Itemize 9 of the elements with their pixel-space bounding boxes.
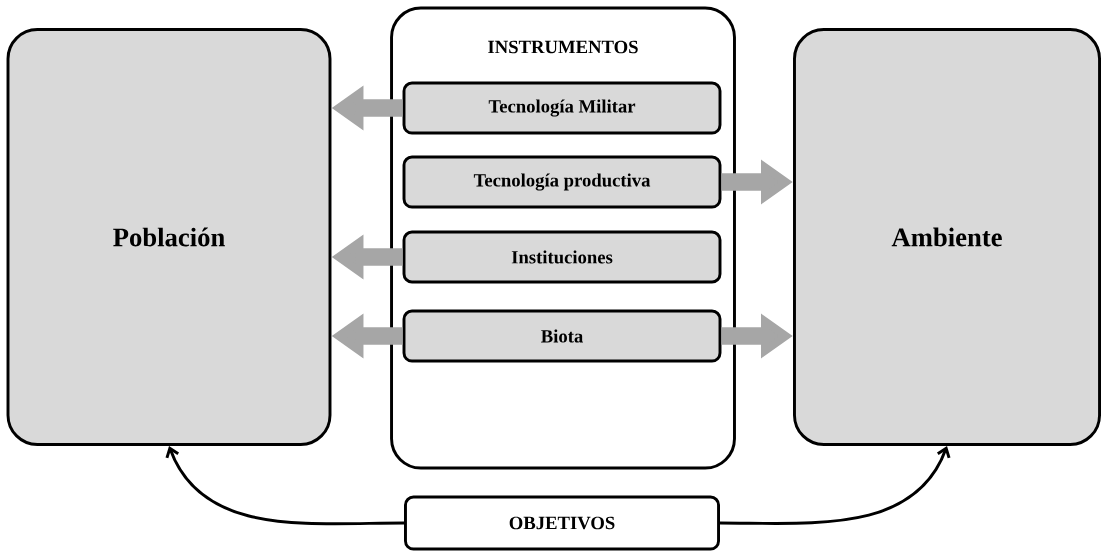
objectives-box: OBJETIVOS [404, 495, 720, 551]
instrument-box: Instituciones [402, 230, 722, 284]
population-box: Población [6, 28, 332, 446]
curved-arrow [165, 445, 404, 526]
instrument-box: Biota [402, 309, 722, 363]
instrument-box: Tecnología productiva [402, 155, 722, 209]
curved-arrow [720, 445, 951, 525]
environment-box: Ambiente [793, 28, 1101, 446]
instrument-box: Tecnología Militar [402, 81, 722, 135]
